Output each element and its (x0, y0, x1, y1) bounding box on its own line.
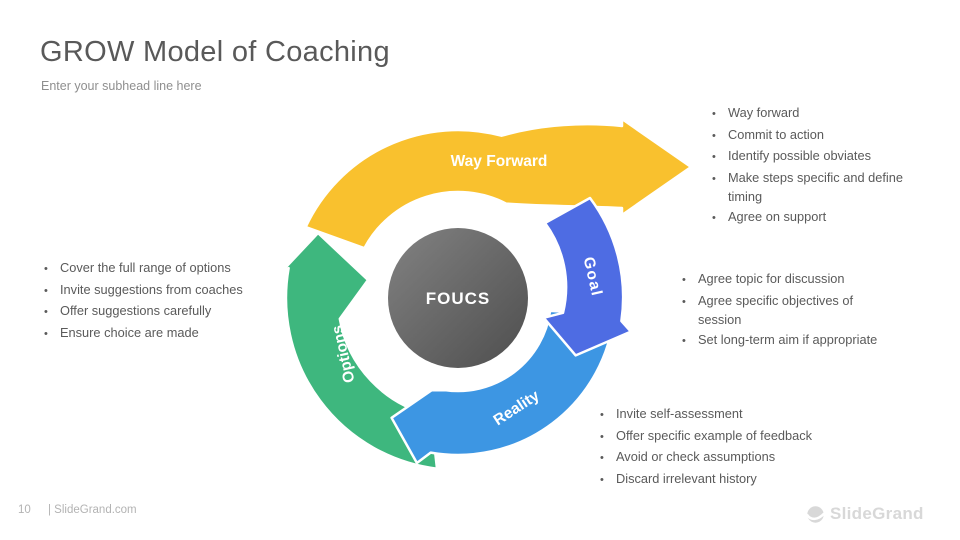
list-item-text: Commit to action (728, 126, 825, 142)
list-item-text: Agree topic for discussion (698, 271, 845, 286)
bullet-icon (42, 258, 60, 280)
list-item: Cover the full range of options (42, 258, 270, 280)
bullet-icon (598, 404, 616, 426)
bullet-icon (42, 280, 60, 302)
list-item-text: Set long-term aim if appropriate (698, 331, 878, 347)
list-item-text: Make steps specific and define timing (728, 169, 903, 205)
list-item: Discard irrelevant history (598, 469, 843, 491)
way-forward-list: Way forward Commit to action Identify po… (710, 103, 922, 228)
bullet-icon (710, 146, 728, 168)
brand-name: SlideGrand (830, 504, 924, 523)
list-item-text: Way forward (728, 105, 800, 120)
reality-list: Invite self-assessment Offer specific ex… (598, 404, 843, 490)
list-item-text: Offer specific example of feedback (616, 427, 813, 443)
options-arrow (273, 231, 439, 470)
list-item: Make steps specific and define timing (710, 168, 922, 207)
list-item-text: Invite suggestions from coaches (60, 281, 243, 297)
list-item: Agree topic for discussion (680, 269, 898, 291)
bullet-icon (42, 301, 60, 323)
subtitle: Enter your subhead line here (41, 79, 202, 93)
bullet-icon (710, 168, 728, 190)
goal-list: Agree topic for discussion Agree specifi… (680, 269, 898, 351)
page-title: GROW Model of Coaching (40, 36, 390, 68)
bullet-icon (598, 426, 616, 448)
footer-site-link: | SlideGrand.com (48, 504, 137, 516)
list-item-text: Discard irrelevant history (616, 470, 757, 486)
focus-label: FOUCS (426, 289, 491, 308)
bullet-icon (598, 447, 616, 469)
list-item: Avoid or check assumptions (598, 447, 843, 469)
list-item-text: Offer suggestions carefully (60, 303, 212, 318)
goal-arrow (542, 196, 633, 357)
list-item: Set long-term aim if appropriate (680, 330, 898, 352)
list-item-text: Avoid or check assumptions (616, 449, 776, 464)
list-item: Agree specific objectives of session (680, 291, 898, 330)
list-item-text: Ensure choice are made (60, 324, 199, 340)
slidegrand-logo-icon (806, 505, 825, 523)
options-list: Cover the full range of options Invite s… (42, 258, 270, 344)
list-item-text: Cover the full range of options (60, 260, 231, 275)
list-item-text: Identify possible obviates (728, 148, 871, 163)
bullet-icon (710, 103, 728, 125)
bullet-icon (598, 469, 616, 491)
bullet-icon (710, 207, 728, 229)
slidegrand-logo: SlideGrand (806, 504, 924, 524)
page-number: 10 (18, 504, 31, 516)
way-forward-label: Way Forward (451, 153, 548, 170)
list-item: Invite suggestions from coaches (42, 280, 270, 302)
list-item: Offer suggestions carefully (42, 301, 270, 323)
list-item-text: Invite self-assessment (616, 406, 743, 421)
list-item-text: Agree on support (728, 208, 827, 224)
list-item: Agree on support (710, 207, 922, 229)
focus-circle (388, 228, 528, 368)
bullet-icon (680, 330, 698, 352)
bullet-icon (710, 125, 728, 147)
bullet-icon (680, 269, 698, 291)
bullet-icon (680, 291, 698, 313)
bullet-icon (42, 323, 60, 345)
grow-cycle-diagram: Way Forward Goal Reality Options FOUCS (273, 117, 693, 470)
list-item-text: Agree specific objectives of session (698, 292, 854, 328)
list-item: Ensure choice are made (42, 323, 270, 345)
way-forward-arrow (304, 117, 693, 250)
list-item: Offer specific example of feedback (598, 426, 843, 448)
list-item: Commit to action (710, 125, 922, 147)
list-item: Identify possible obviates (710, 146, 922, 168)
reality-arrow (390, 309, 616, 465)
footer: 10 | SlideGrand.com (18, 504, 137, 516)
list-item: Invite self-assessment (598, 404, 843, 426)
list-item: Way forward (710, 103, 922, 125)
